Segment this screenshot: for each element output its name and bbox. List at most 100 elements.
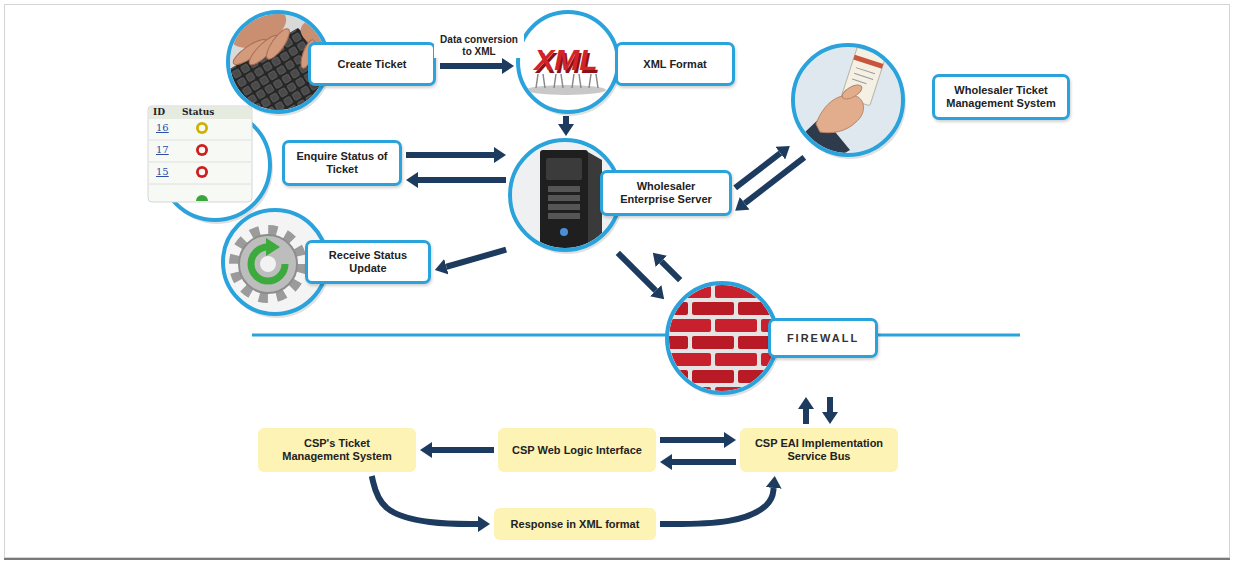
frame (5, 5, 1230, 558)
node-label: CSP Web Logic Interface (512, 444, 642, 457)
xml-icon (518, 12, 621, 116)
status-table-icon (199, 125, 205, 131)
network-boundary-line (252, 334, 1020, 337)
status-table-icon (199, 169, 205, 175)
status-table-icon (196, 195, 208, 201)
server-icon (548, 186, 580, 192)
process-box-shape: CSP EAI Implementation Service Bus (740, 428, 898, 472)
node-label: Wholesaler Enterprise Server (611, 180, 721, 206)
label-box: Create Ticket (308, 42, 436, 86)
process-box-shape: Response in XML format (494, 508, 656, 540)
label-box: Enquire Status of Ticket (282, 140, 402, 186)
flow-arrow (672, 459, 736, 465)
ticket-hand-icon (854, 73, 873, 79)
status-table-icon (149, 162, 251, 163)
flow-arrow (418, 177, 506, 183)
status-table-icon (196, 144, 208, 156)
table-header: Status (182, 107, 214, 118)
node-label: CSP's Ticket Management System (276, 437, 398, 463)
flow-arrow (446, 250, 506, 267)
xml-icon (518, 12, 618, 112)
flow-arrow (745, 157, 805, 203)
frame-bottom (4, 558, 1230, 560)
circle-node: XML Format (518, 12, 735, 112)
label-box: Wholesaler Ticket Management System (932, 74, 1070, 120)
flow-arrow (661, 261, 680, 280)
process-box: CSP Web Logic Interface (498, 428, 656, 472)
ticket-hand-icon (856, 68, 875, 74)
process-box: CSP EAI Implementation Service Bus (740, 428, 898, 472)
flow-arrow (827, 397, 833, 412)
status-table-icon (199, 147, 205, 153)
xml-icon (526, 85, 606, 95)
logo-text: XML (534, 44, 597, 76)
process-box: CSP's Ticket Management System (258, 428, 416, 472)
server-icon (548, 204, 580, 210)
server-icon (548, 213, 580, 219)
gear-icon (266, 238, 280, 256)
table-cell: 16 (156, 121, 169, 134)
firewall-node: FIREWALL (667, 283, 878, 393)
flow-arrow (432, 447, 494, 453)
table-cell: 17 (156, 143, 169, 156)
label-box: Wholesaler Enterprise Server (600, 170, 732, 216)
gear-icon (260, 256, 276, 272)
circle-node: Enquire Status of Ticket (148, 106, 402, 220)
process-box-shape: CSP Web Logic Interface (498, 428, 656, 472)
ticket-hand-icon (793, 45, 903, 155)
node-label: Create Ticket (338, 58, 407, 71)
node-label: FIREWALL (787, 332, 859, 345)
node-label: Enquire Status of Ticket (293, 150, 391, 176)
gear-icon (239, 235, 297, 293)
xml-icon (526, 74, 606, 95)
flow-arrow (618, 253, 656, 291)
server-icon (546, 158, 582, 180)
keyboard-icon (263, 26, 293, 62)
flow-arrow (406, 152, 494, 158)
status-table-icon (148, 106, 273, 224)
status-table-icon (149, 107, 251, 119)
circle-node: Wholesaler Enterprise Server (510, 140, 732, 250)
node-label: CSP EAI Implementation Service Bus (750, 437, 888, 463)
firewall-icon (667, 283, 777, 393)
flow-arrow (563, 116, 569, 124)
label-box: Receive Status Update (305, 240, 431, 284)
process-box: Response in XML format (494, 508, 656, 540)
server-icon (548, 195, 580, 201)
status-table-icon (149, 184, 251, 185)
table-header: ID (153, 107, 165, 118)
edge-label: Data conversion to XML (434, 34, 524, 58)
ticket-hand-icon (786, 45, 906, 172)
label-box: XML Format (615, 42, 735, 86)
label-box: FIREWALL (768, 318, 878, 358)
firewall-icon (667, 283, 777, 393)
circle-node: Create Ticket (228, 12, 436, 112)
gear-icon (234, 230, 302, 298)
status-table-icon (149, 140, 251, 141)
status-table-icon (196, 166, 208, 178)
status-table-icon (148, 106, 252, 202)
ticket-hand-icon (793, 45, 903, 155)
firewall-icon (667, 283, 777, 393)
xml-icon (536, 74, 598, 88)
firewall-icon (667, 283, 777, 393)
flow-arrow (660, 488, 774, 524)
circle-node: Wholesaler Ticket Management System (793, 45, 1070, 155)
node-label: XML Format (643, 58, 706, 71)
status-table-icon (196, 122, 208, 134)
server-icon (560, 228, 568, 236)
node-label: Wholesaler Ticket Management System (943, 84, 1059, 110)
firewall-icon (667, 283, 780, 397)
ticket-hand-icon (793, 45, 903, 155)
table-cell: 15 (156, 165, 169, 178)
circle-node: Receive Status Update (223, 210, 431, 314)
flow-arrow (803, 409, 809, 424)
xml-icon (518, 12, 618, 112)
process-box-shape: CSP's Ticket Management System (258, 428, 416, 472)
node-label: Response in XML format (511, 518, 640, 531)
flow-arrow (440, 63, 502, 69)
ticket-hand-icon (852, 79, 866, 84)
server-icon (540, 150, 588, 252)
flow-arrow (660, 437, 724, 443)
